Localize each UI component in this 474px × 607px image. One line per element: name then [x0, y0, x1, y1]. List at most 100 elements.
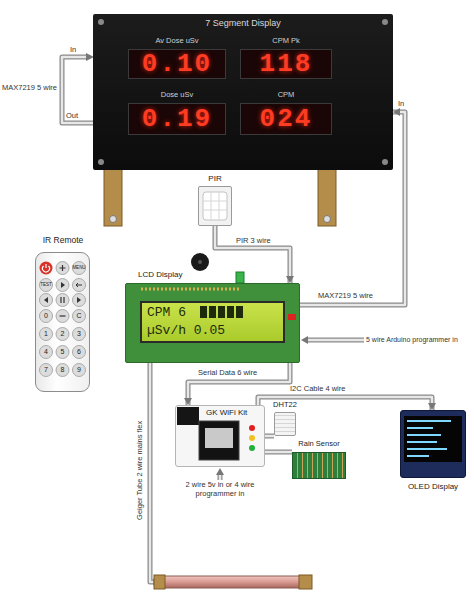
buzzer-hole — [198, 260, 202, 264]
arrow-head — [184, 398, 192, 405]
tube-cap — [154, 575, 165, 589]
wire-core — [265, 435, 274, 438]
oled-screen — [404, 416, 462, 462]
wire-core — [62, 57, 93, 123]
node-value: 0.19 — [129, 104, 225, 134]
button-label: 4 — [36, 348, 56, 356]
display-panel: 7 Segment DisplayAv Dose uSv0.10CPM Pk11… — [93, 14, 393, 170]
geiger-tube — [154, 575, 312, 589]
wire-core — [258, 397, 432, 410]
wifi-kit-parts — [177, 407, 255, 460]
node-value: 024 — [241, 104, 331, 134]
remote-buttons — [40, 262, 86, 377]
tube-cap — [299, 575, 312, 589]
arrow-head — [393, 108, 400, 116]
node-heading: OLED Display — [393, 482, 473, 491]
segment-display: Av Dose uSv0.10 — [128, 49, 226, 79]
wire-outline — [265, 434, 274, 439]
power-glyph — [43, 264, 50, 272]
pixel-line — [407, 448, 447, 450]
node-heading: PIR — [189, 174, 241, 183]
tube-body — [154, 576, 310, 588]
wire-core — [215, 226, 290, 283]
wire-outline — [258, 397, 432, 410]
bracket-bar — [318, 166, 336, 226]
cable-connector — [265, 452, 292, 453]
segment-display: CPM024 — [240, 103, 332, 135]
node-value: 118 — [241, 50, 331, 78]
led — [249, 425, 255, 431]
programmer-wire — [301, 336, 364, 344]
next-button — [73, 294, 86, 307]
arrow-head — [216, 468, 224, 475]
screw — [382, 159, 388, 165]
pixel-line — [407, 441, 437, 443]
button-label: 6 — [69, 348, 89, 356]
button-label: 9 — [69, 366, 89, 374]
mounting-bracket — [104, 166, 336, 226]
plus-button — [56, 262, 69, 275]
buzzer-body — [191, 253, 209, 271]
plus-glyph — [60, 265, 66, 271]
minus-button — [56, 310, 69, 323]
node-heading: 7 Segment Display — [93, 18, 393, 28]
wire-label: 5 wire Arduino programmer in — [366, 336, 458, 344]
node-value: 0.10 — [129, 50, 225, 78]
wire-outline — [150, 363, 155, 582]
pixel-line — [407, 427, 433, 429]
button-label: MENU — [69, 265, 89, 270]
wire-outline — [265, 450, 292, 455]
dht22-sensor: DHT22 — [274, 412, 296, 436]
button-label: 8 — [53, 366, 73, 374]
node-value: µSv/h 0.05 — [147, 324, 225, 339]
button-label: 2 — [53, 330, 73, 338]
led — [288, 314, 296, 320]
arrow-head — [301, 336, 308, 344]
prev-button — [40, 294, 53, 307]
wire-label: Geiger Tube 2 wire mains flex — [136, 400, 145, 540]
pixel-line — [407, 420, 451, 422]
wire-core — [265, 451, 292, 454]
screw — [98, 159, 104, 165]
port-label: Out — [66, 112, 78, 121]
button-label: 7 — [36, 366, 56, 374]
cable-connector — [215, 226, 294, 283]
bracket-bolt — [324, 216, 331, 223]
max7219-loop-wire — [62, 53, 94, 123]
pir-dome — [203, 192, 227, 220]
node-heading: GK WiFi Kit — [206, 408, 247, 417]
lcd-board: LCD DisplayCPM 6µSv/h 0.05 — [125, 283, 300, 363]
led — [249, 445, 255, 451]
wire-outline — [215, 226, 290, 283]
esp-module — [199, 421, 239, 460]
button-label: 5 — [53, 348, 73, 356]
screw — [382, 19, 388, 25]
module-shield — [205, 428, 233, 448]
power-button — [40, 262, 53, 275]
bar-segment — [236, 306, 243, 318]
play-glyph — [61, 282, 65, 288]
bracket-bar — [104, 166, 122, 226]
bar-segment — [209, 306, 216, 318]
node-heading: CPM 6 — [147, 306, 186, 321]
buzzer — [191, 253, 209, 271]
node-heading: IR Remote — [20, 236, 106, 246]
wire-outline — [62, 57, 93, 123]
arrow-head — [286, 276, 294, 283]
node-heading: DHT22 — [267, 401, 303, 410]
geiger-wire — [150, 363, 155, 582]
wire-core — [306, 339, 364, 342]
button-label: C — [69, 312, 89, 320]
power-wire — [216, 468, 224, 480]
node-heading: Rain Sensor — [287, 440, 351, 449]
dome-facets — [203, 192, 227, 220]
wire-label: I2C Cable 4 wire — [290, 385, 345, 394]
wire-label: Serial Data 6 wire — [198, 369, 257, 378]
arrow-head — [428, 403, 436, 410]
wire-label: PIR 3 wire — [236, 237, 271, 246]
panel-screws — [98, 19, 388, 165]
next-glyph — [77, 297, 81, 303]
pause-glyph — [61, 297, 64, 303]
